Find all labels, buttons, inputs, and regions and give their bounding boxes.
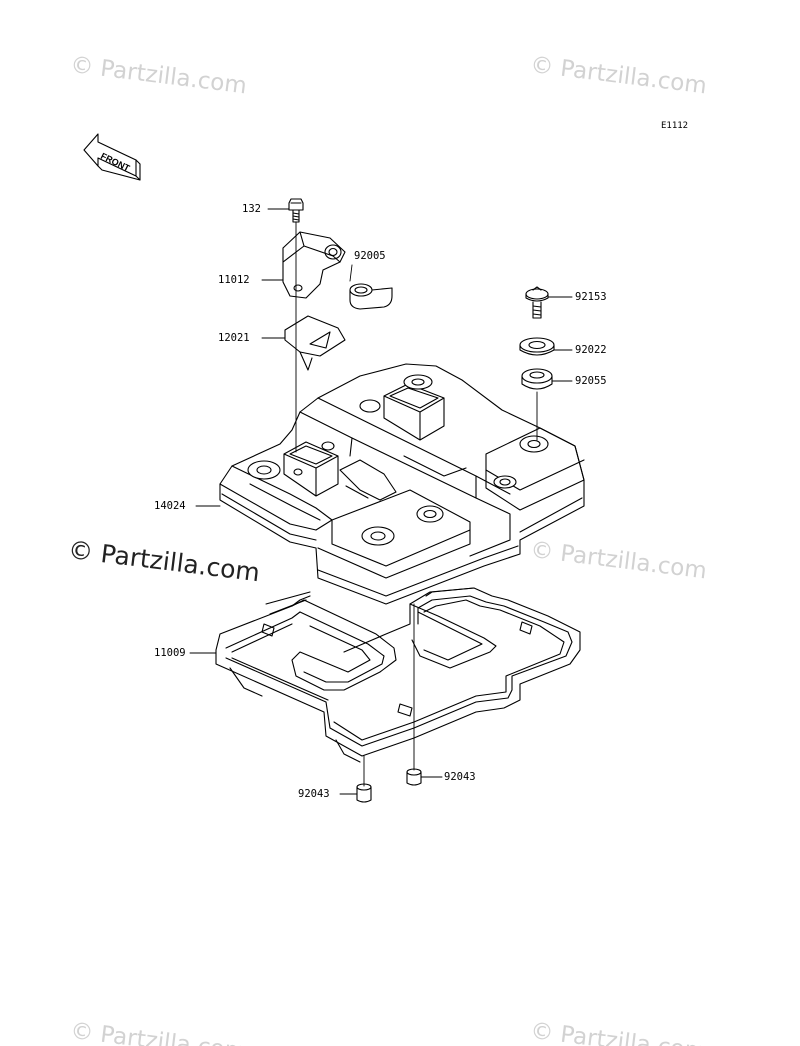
leader-lines [189,208,573,795]
part-label-12021[interactable]: 12021 [218,332,250,344]
diagram-code: E1112 [661,121,689,131]
part-label-132[interactable]: 132 [242,203,261,215]
bolt-132 [288,198,304,223]
valve-cover-14024 [219,363,585,605]
bushing-92005 [349,283,393,310]
part-label-11009[interactable]: 11009 [154,647,186,659]
part-label-11012[interactable]: 11012 [218,274,250,286]
grommet-92055 [521,368,553,390]
part-label-14024[interactable]: 14024 [154,500,186,512]
housing-11012 [282,231,346,299]
gasket-12021 [284,315,346,371]
part-label-92005[interactable]: 92005 [354,250,386,262]
washer-92022 [519,337,555,356]
part-label-92055[interactable]: 92055 [575,375,607,387]
dowel-92043-left [356,783,372,803]
part-label-92153[interactable]: 92153 [575,291,607,303]
bolt-92153 [525,286,549,319]
front-arrow-icon: FRONT [83,133,141,181]
dowel-92043-right [406,768,422,786]
part-label-92043-right[interactable]: 92043 [444,771,476,783]
part-label-92022[interactable]: 92022 [575,344,607,356]
part-label-92043-left[interactable]: 92043 [298,788,330,800]
gasket-11009 [215,587,581,763]
